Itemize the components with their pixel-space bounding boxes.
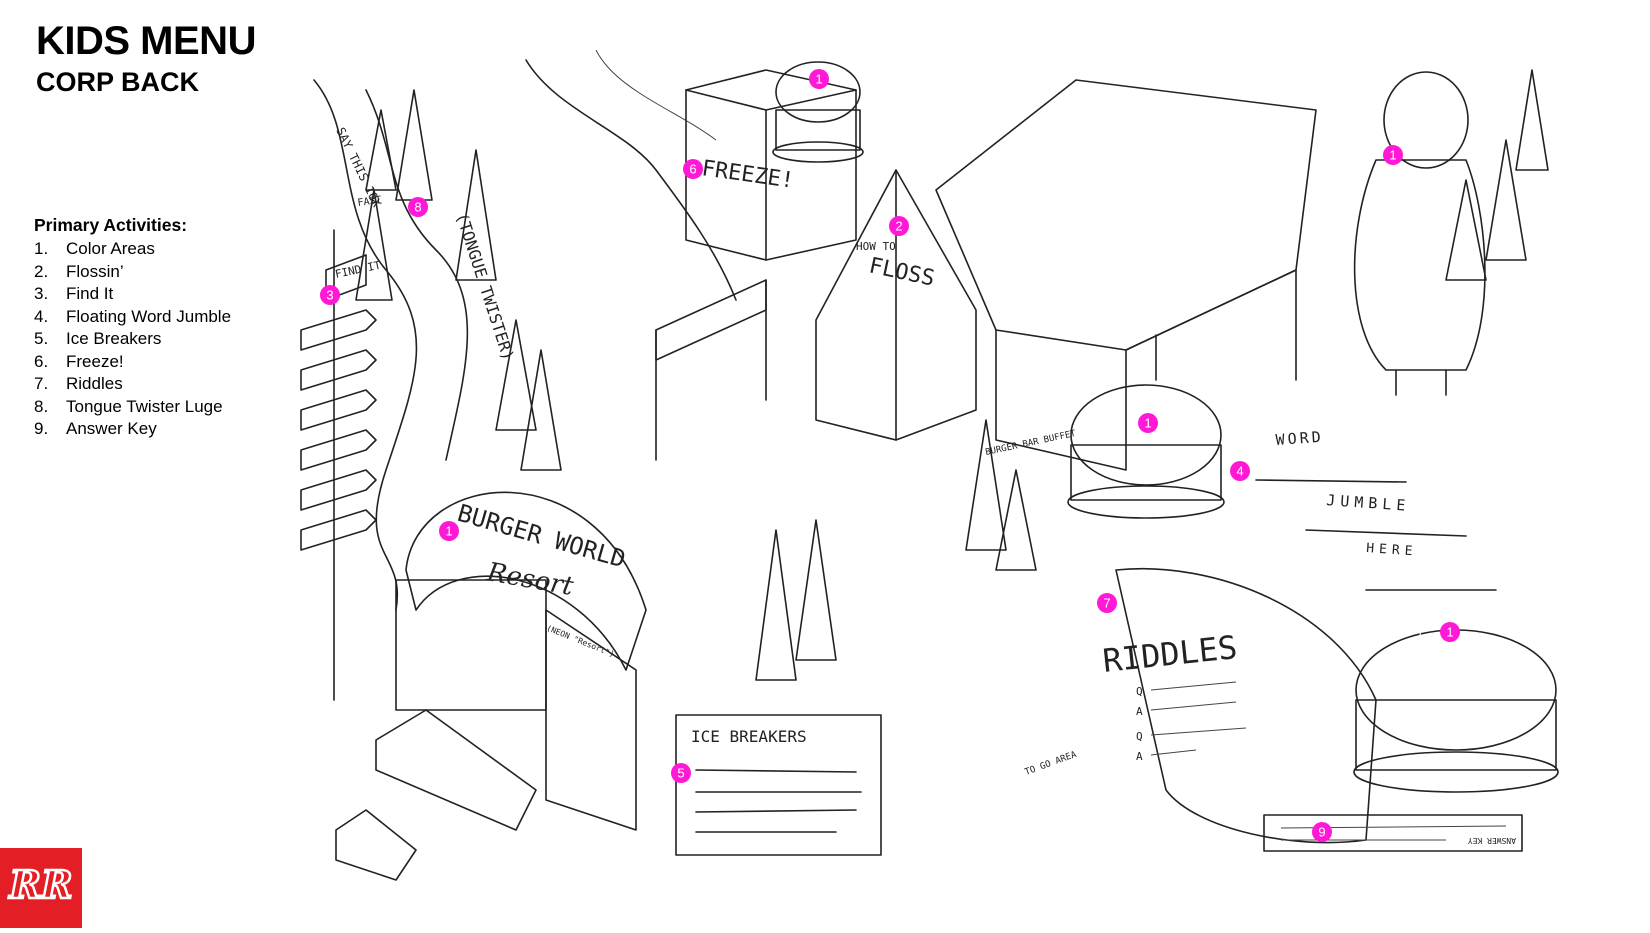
svg-text:1: 1 [1389,148,1396,163]
fast-text: FAST [357,195,382,209]
marker-color-areas: 1 [809,69,829,89]
rr-logo-icon: RR [7,861,74,909]
pine-trees [355,69,1549,681]
tongue-twister-text: (TONGUE TWISTER) [452,210,518,362]
ice-breakers-board: ICE BREAKERS [675,714,882,856]
car [335,809,417,881]
freeze-building: FREEZE! [685,69,857,261]
burger-tower-middle [1067,334,1225,519]
svg-text:FIND IT: FIND IT [334,259,382,281]
limousine [375,709,537,831]
marker-riddles: 7 [1097,593,1117,613]
answer-key-strip: ANSWER KEY [1263,814,1523,852]
svg-text:FLOSS: FLOSS [867,253,937,291]
svg-text:BURGER BAR BUFFET: BURGER BAR BUFFET [985,429,1078,458]
list-item: 1.Color Areas [34,239,155,258]
svg-text:ICE BREAKERS: ICE BREAKERS [691,727,807,746]
list-item: 2.Flossin’ [34,261,124,281]
marker-tongue-twister-luge: 8 [408,197,428,217]
svg-text:HOW TO: HOW TO [856,240,896,253]
svg-text:5: 5 [677,766,684,781]
resort-illustration: FREEZE! HOW TO FLOSS BURGER BAR BUFFET [296,50,1630,906]
svg-text:2: 2 [895,219,902,234]
list-item: 5.Ice Breakers [34,329,162,348]
svg-text:WORD: WORD [1275,428,1324,449]
svg-text:1: 1 [815,72,822,87]
list-item: 9.Answer Key [34,419,157,438]
word-jumble-area: WORD JUMBLE HERE [1255,428,1497,591]
marker-color-areas: 1 [1138,413,1158,433]
list-item: 3.Find It [34,284,114,303]
activities-heading: Primary Activities: [34,215,188,235]
marker-color-areas: 1 [439,521,459,541]
luge-track [313,79,418,611]
marker-color-areas: 1 [1440,622,1460,642]
svg-text:A: A [1136,705,1143,718]
page-subtitle: CORP BACK [36,67,200,97]
marker-ice-breakers: 5 [671,763,691,783]
svg-text:3: 3 [326,288,333,303]
brand-logo: RR [0,848,82,928]
svg-text:7: 7 [1103,596,1110,611]
ski-slope-edge [525,59,737,301]
marker-color-areas: 1 [1383,145,1403,165]
svg-text:8: 8 [414,200,421,215]
burger-tower-bottom [1353,629,1559,793]
list-item: 7.Riddles [34,374,123,393]
svg-text:RIDDLES: RIDDLES [1101,628,1239,680]
marker-flossin: 2 [889,216,909,236]
ski-slope-edge-2 [595,50,717,141]
svg-text:1: 1 [1416,625,1423,640]
riddles-area: RIDDLES Q A Q A TO GO AREA [1024,568,1377,844]
svg-text:JUMBLE: JUMBLE [1326,491,1411,515]
svg-text:HERE: HERE [1366,541,1418,560]
finish-banner [655,279,767,461]
main-lodge: BURGER BAR BUFFET [935,79,1317,471]
burger-tower-top [772,61,864,163]
svg-text:1: 1 [1446,625,1453,640]
svg-text:6: 6 [689,162,696,177]
svg-text:(NEON "Resort"): (NEON "Resort") [545,624,615,659]
svg-text:4: 4 [1236,464,1243,479]
svg-text:1: 1 [445,524,452,539]
list-item: 4.Floating Word Jumble [34,306,232,326]
marker-color-areas: 1 [1416,625,1423,640]
svg-text:1: 1 [1144,416,1151,431]
list-item: 6.Freeze! [34,351,124,371]
svg-text:Q: Q [1136,730,1143,743]
luge-track-inner [365,89,469,461]
svg-text:9: 9 [1318,825,1325,840]
svg-text:BURGER WORLD: BURGER WORLD [454,499,628,574]
svg-text:TO GO AREA: TO GO AREA [1024,750,1079,778]
svg-text:RR: RR [8,862,72,907]
sketch-canvas: FREEZE! HOW TO FLOSS BURGER BAR BUFFET [300,50,1559,881]
penguin-statue [1353,71,1486,396]
svg-text:A: A [1136,750,1143,763]
svg-text:Q: Q [1136,685,1143,698]
marker-word-jumble: 4 [1230,461,1250,481]
marker-freeze: 6 [683,159,703,179]
activities-list: Primary Activities: 1.Color Areas 2.Flos… [34,215,231,441]
list-item: 8.Tongue Twister Luge [34,396,223,416]
svg-text:FREEZE!: FREEZE! [700,156,795,194]
marker-answer-key: 9 [1312,822,1332,842]
page-title: KIDS MENU [36,19,256,63]
marker-find-it: 3 [320,285,340,305]
svg-text:ANSWER KEY: ANSWER KEY [1468,836,1516,845]
floss-building: HOW TO FLOSS [815,169,977,441]
